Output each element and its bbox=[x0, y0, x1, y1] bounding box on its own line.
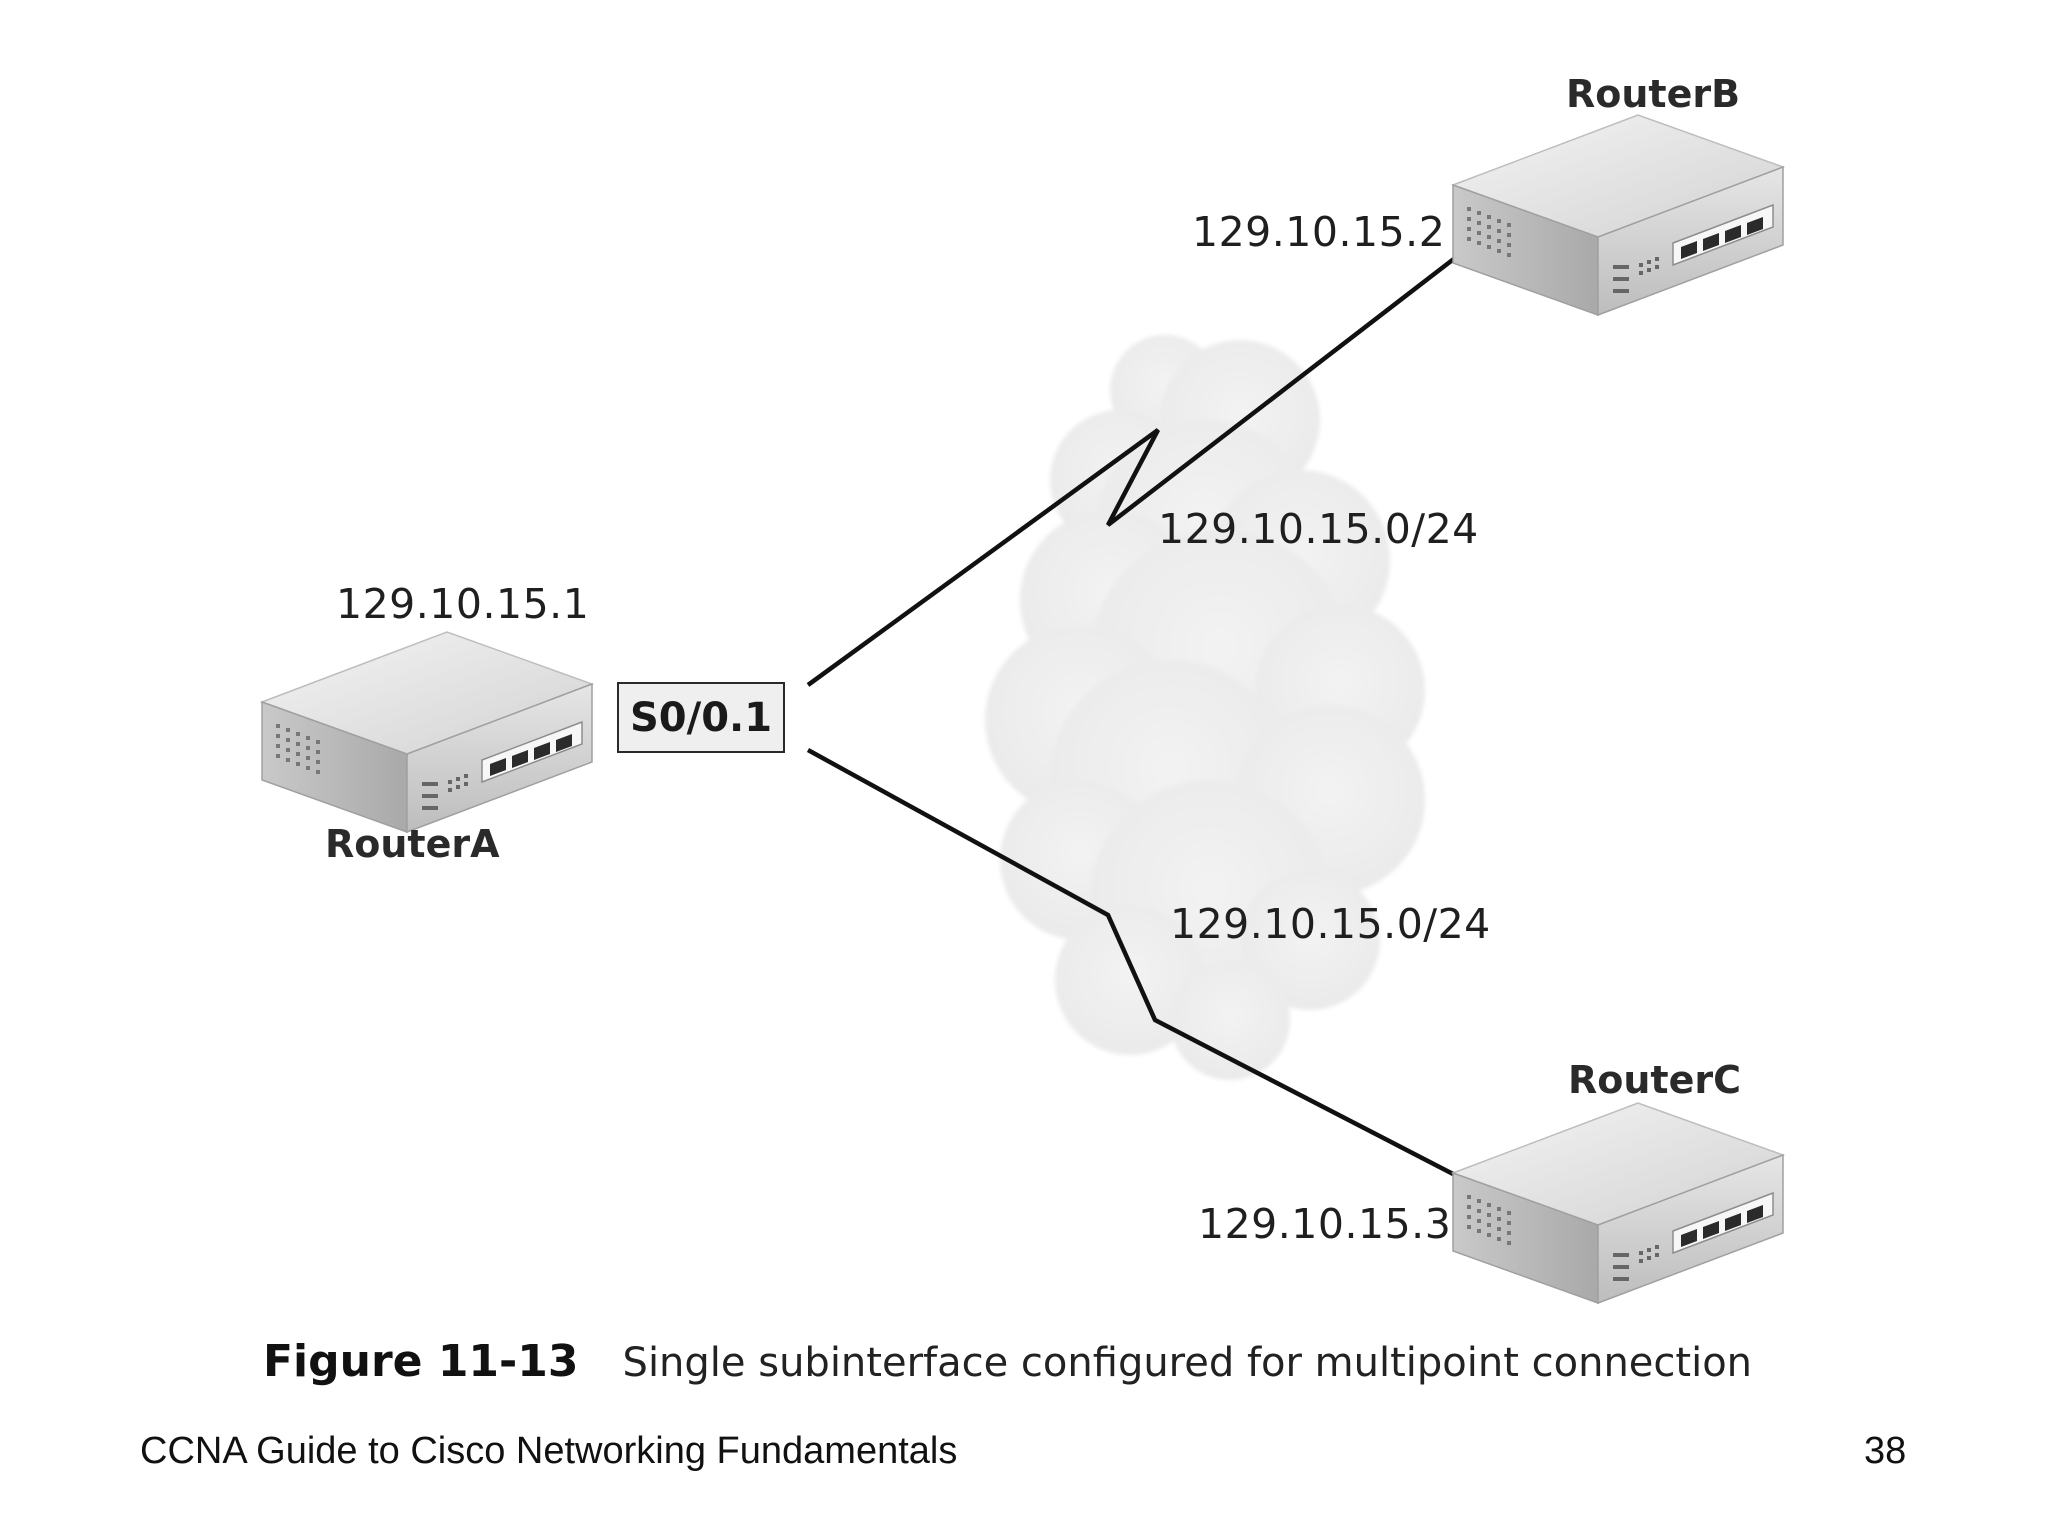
upper-network-label: 129.10.15.0/24 bbox=[1158, 505, 1479, 553]
figure-caption: Figure 11-13 Single subinterface configur… bbox=[263, 1336, 1752, 1387]
network-cloud bbox=[985, 335, 1425, 1080]
footer-page-number: 38 bbox=[1864, 1430, 1907, 1472]
footer-book-title: CCNA Guide to Cisco Networking Fundament… bbox=[140, 1430, 958, 1472]
routerb-ip: 129.10.15.2 bbox=[1192, 208, 1446, 256]
serial-link-to-routerc bbox=[806, 748, 1457, 1177]
routerc-icon bbox=[1452, 1102, 1784, 1304]
routerb-icon bbox=[1452, 114, 1784, 316]
lower-network-label: 129.10.15.0/24 bbox=[1170, 900, 1491, 948]
routera-label: RouterA bbox=[325, 822, 500, 866]
routerb-label: RouterB bbox=[1566, 72, 1741, 116]
figure-caption-text: Single subinterface configured for multi… bbox=[622, 1340, 1753, 1386]
routerc-label: RouterC bbox=[1568, 1058, 1741, 1102]
interface-label-box: S0/0.1 bbox=[617, 682, 785, 753]
interface-label: S0/0.1 bbox=[629, 694, 773, 741]
routerc-ip: 129.10.15.3 bbox=[1198, 1200, 1452, 1248]
routera-icon bbox=[261, 631, 593, 833]
routera-ip: 129.10.15.1 bbox=[336, 580, 590, 628]
serial-link-to-routerb bbox=[806, 256, 1457, 687]
figure-number: Figure 11-13 bbox=[263, 1336, 579, 1387]
